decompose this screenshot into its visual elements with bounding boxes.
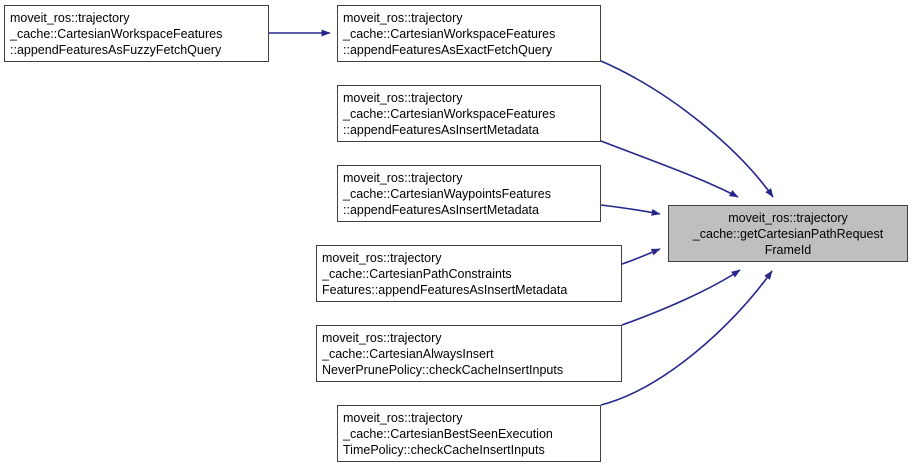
node-label-line: _cache::CartesianAlwaysInsert: [322, 346, 494, 361]
node-label-line: ::appendFeaturesAsInsertMetadata: [343, 122, 539, 137]
node-label-line: moveit_ros::trajectory: [322, 250, 442, 265]
node-label-line: _cache::CartesianBestSeenExecution: [343, 426, 553, 441]
node-label-line: _cache::CartesianWorkspaceFeatures: [343, 106, 556, 121]
node-label-line: TimePolicy::checkCacheInsertInputs: [343, 442, 545, 457]
node-label-line: moveit_ros::trajectory: [322, 330, 442, 345]
node-alwaysinsert-checkCacheInsertInputs[interactable]: moveit_ros::trajectory _cache::Cartesian…: [316, 325, 622, 382]
edge-n3-to-n8: [600, 140, 739, 198]
node-workspace-appendFeaturesAsInsertMetadata[interactable]: moveit_ros::trajectory _cache::Cartesian…: [337, 85, 601, 142]
node-label-line: _cache::CartesianWorkspaceFeatures: [343, 26, 556, 41]
edge-n5-to-n8: [621, 248, 661, 265]
node-label-line: moveit_ros::trajectory: [728, 210, 848, 225]
node-getCartesianPathRequestFrameId[interactable]: moveit_ros::trajectory _cache::getCartes…: [668, 205, 908, 262]
node-label-line: ::appendFeaturesAsFuzzyFetchQuery: [10, 42, 222, 57]
edge-n6-to-n8: [621, 269, 741, 326]
node-label-line: ::appendFeaturesAsInsertMetadata: [343, 202, 539, 217]
node-bestseen-checkCacheInsertInputs[interactable]: moveit_ros::trajectory _cache::Cartesian…: [337, 405, 601, 462]
node-appendFeaturesAsExactFetchQuery[interactable]: moveit_ros::trajectory _cache::Cartesian…: [337, 5, 601, 62]
node-pathconstraints-appendFeaturesAsInsertMetadata[interactable]: moveit_ros::trajectory _cache::Cartesian…: [316, 245, 622, 302]
node-label-line: moveit_ros::trajectory: [343, 170, 463, 185]
node-label-line: _cache::CartesianWaypointsFeatures: [343, 186, 551, 201]
node-label-line: _cache::CartesianWorkspaceFeatures: [10, 26, 223, 41]
node-label-line: moveit_ros::trajectory: [10, 10, 130, 25]
node-label-line: moveit_ros::trajectory: [343, 90, 463, 105]
edge-n2-to-n8: [600, 60, 774, 198]
node-waypoints-appendFeaturesAsInsertMetadata[interactable]: moveit_ros::trajectory _cache::Cartesian…: [337, 165, 601, 222]
node-label-line: FrameId: [764, 242, 812, 257]
edge-n7-to-n8: [600, 270, 773, 406]
node-label-line: moveit_ros::trajectory: [343, 10, 463, 25]
node-label-line: NeverPrunePolicy::checkCacheInsertInputs: [322, 362, 564, 377]
node-label-line: moveit_ros::trajectory: [343, 410, 463, 425]
node-label-line: _cache::CartesianPathConstraints: [322, 266, 512, 281]
node-label-line: ::appendFeaturesAsExactFetchQuery: [343, 42, 553, 57]
node-label-line: _cache::getCartesianPathRequest: [692, 226, 884, 241]
node-appendFeaturesAsFuzzyFetchQuery[interactable]: moveit_ros::trajectory _cache::Cartesian…: [4, 5, 269, 62]
node-label-line: Features::appendFeaturesAsInsertMetadata: [322, 282, 568, 297]
edge-n4-to-n8: [600, 204, 661, 216]
